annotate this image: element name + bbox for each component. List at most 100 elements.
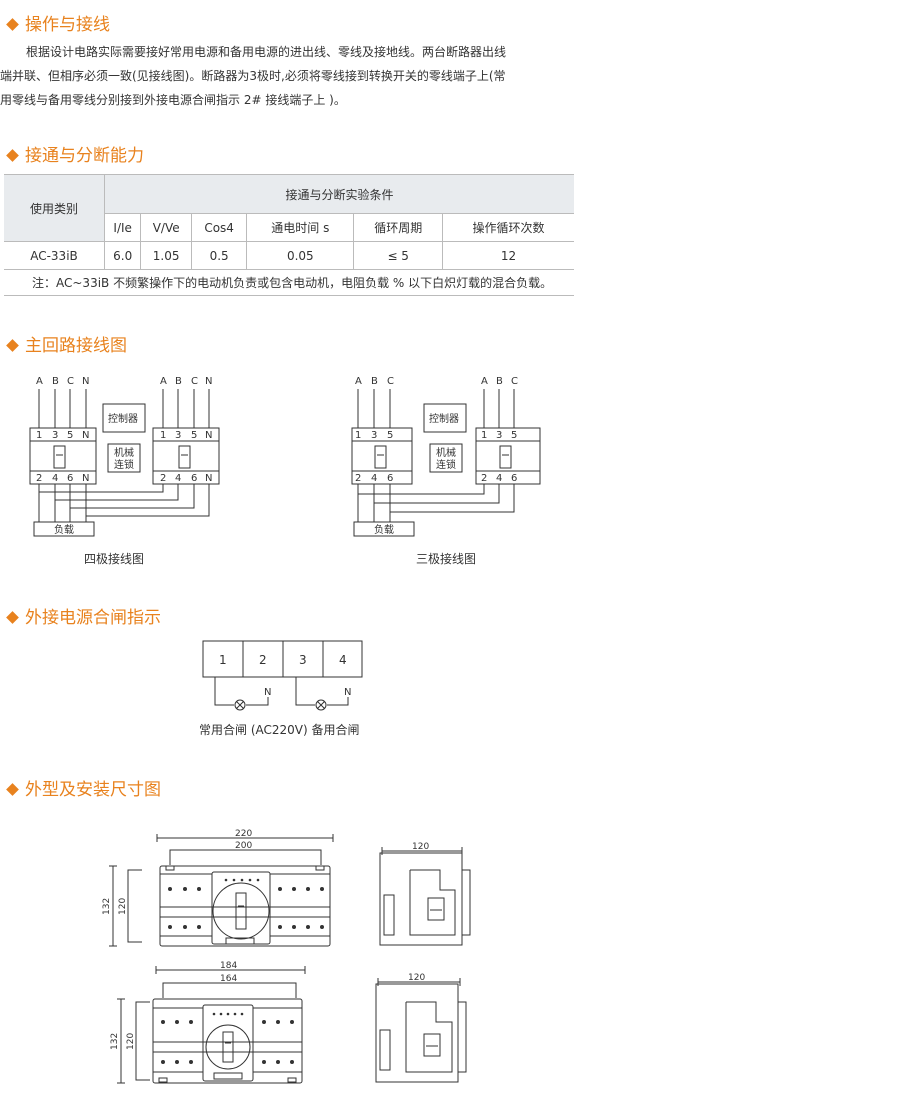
dimension-front-view-3p <box>117 966 306 1084</box>
dimension-value: 120 <box>118 898 128 915</box>
table-cell: 6.0 <box>103 241 142 270</box>
phase-label: C <box>511 376 518 387</box>
section-title-dimension: 外型及安装尺寸图 <box>4 775 161 800</box>
table-note-row: 注：AC~33iB 不频繁操作下的电动机负责或包含电动机，电阻负载 % 以下白炽… <box>4 269 574 296</box>
terminal-label: 3 <box>52 430 58 441</box>
phase-label: A <box>481 376 488 387</box>
terminal-label: 3 <box>496 430 502 441</box>
table-subheader-row: I/Ie V/Ve Cos4 通电时间 s 循环周期 操作循环次数 <box>4 213 574 242</box>
phase-label: B <box>371 376 378 387</box>
table-cell: AC-33iB <box>4 241 105 270</box>
dimension-value: 164 <box>220 974 237 984</box>
three-pole-labels: A B C A B C 1 3 5 1 3 5 2 4 6 2 4 6 控制器 … <box>355 376 518 536</box>
dimension-value: 220 <box>235 829 252 839</box>
dimension-value: 132 <box>110 1033 120 1050</box>
three-pole-caption: 三极接线图 <box>416 551 476 566</box>
terminal-number: 4 <box>339 653 347 667</box>
terminal-label: 6 <box>511 473 517 484</box>
column-header: Cos4 <box>190 213 248 242</box>
interlock-label: 机械 <box>114 446 134 459</box>
column-header: 操作循环次数 <box>442 213 574 242</box>
neutral-label: N <box>264 687 271 698</box>
four-pole-caption: 四极接线图 <box>84 551 144 566</box>
terminal-number: 1 <box>219 653 227 667</box>
phase-label: C <box>191 376 198 387</box>
indicator-caption: 常用合闸 (AC220V) 备用合闸 <box>199 722 359 737</box>
load-label: 负载 <box>374 523 394 536</box>
terminal-label: 3 <box>371 430 377 441</box>
terminal-label: N <box>205 473 212 484</box>
phase-label: C <box>67 376 74 387</box>
dimension-value: 120 <box>412 842 429 852</box>
wiring-captions: 四极接线图 三极接线图 <box>84 551 476 566</box>
breaking-capacity-table: 使用类别 接通与分断实验条件 I/Ie V/Ve Cos4 通电时间 s 循环周… <box>4 174 574 296</box>
terminal-label: 5 <box>67 430 73 441</box>
controller-label: 控制器 <box>429 412 459 425</box>
table-note: 注：AC~33iB 不频繁操作下的电动机负责或包含电动机，电阻负载 % 以下白炽… <box>4 269 574 296</box>
dimension-value: 132 <box>102 898 112 915</box>
three-pole-wiring-diagram <box>351 389 541 537</box>
terminal-label: 5 <box>511 430 517 441</box>
interlock-label: 连锁 <box>114 458 134 471</box>
group-header: 接通与分断实验条件 <box>104 174 574 214</box>
terminal-label: 2 <box>160 473 166 484</box>
neutral-label: N <box>344 687 351 698</box>
terminal-label: 6 <box>387 473 393 484</box>
dimension-value: 120 <box>408 973 425 983</box>
terminal-label: 6 <box>67 473 73 484</box>
dimension-value: 200 <box>235 841 252 851</box>
dimension-value: 184 <box>220 961 237 971</box>
terminal-label: 1 <box>160 430 166 441</box>
dimension-side-view-1 <box>379 847 471 946</box>
phase-label: A <box>36 376 43 387</box>
terminal-label: 2 <box>355 473 361 484</box>
dimension-labels: 220 200 132 120 120 184 164 132 120 120 <box>102 829 429 1050</box>
terminal-label: 1 <box>36 430 42 441</box>
terminal-holes-1 <box>168 878 324 929</box>
phase-label: B <box>175 376 182 387</box>
section-title-operation: 操作与接线 <box>4 10 110 35</box>
terminal-label: 4 <box>496 473 502 484</box>
terminal-label: 4 <box>175 473 181 484</box>
phase-label: B <box>496 376 503 387</box>
interlock-label: 连锁 <box>436 458 456 471</box>
column-header: I/Ie <box>104 213 142 242</box>
table-row: AC-33iB 6.0 1.05 0.5 0.05 ≤ 5 12 <box>4 241 574 270</box>
terminal-label: 6 <box>191 473 197 484</box>
phase-label: B <box>52 376 59 387</box>
dimension-side-view-2 <box>375 978 467 1083</box>
controller-label: 控制器 <box>108 412 138 425</box>
section-title-indicator: 外接电源合闸指示 <box>4 603 161 628</box>
terminal-label: N <box>205 430 212 441</box>
indicator-labels: 1 2 3 4 N N 常用合闸 (AC220V) 备用合闸 <box>199 653 359 737</box>
terminal-label: 5 <box>191 430 197 441</box>
indicator-terminal-block <box>202 640 363 711</box>
terminal-number: 2 <box>259 653 267 667</box>
four-pole-wiring-diagram <box>29 389 220 537</box>
operation-paragraph: 根据设计电路实际需要接好常用电源和备用电源的进出线、零线及接地线。两台断路器出线… <box>0 45 507 107</box>
four-pole-labels: A B C N A B C N 1 3 5 N 1 3 5 N 2 4 6 N … <box>36 376 212 536</box>
terminal-label: 4 <box>52 473 58 484</box>
terminal-label: 5 <box>387 430 393 441</box>
terminal-label: 1 <box>481 430 487 441</box>
section-title-breaking: 接通与分断能力 <box>4 141 144 166</box>
interlock-label: 机械 <box>436 446 456 459</box>
category-header: 使用类别 <box>4 174 105 242</box>
table-cell: 0.05 <box>246 241 355 270</box>
terminal-label: 2 <box>481 473 487 484</box>
phase-label: A <box>160 376 167 387</box>
phase-label: N <box>82 376 89 387</box>
phase-label: C <box>387 376 394 387</box>
terminal-label: N <box>82 473 89 484</box>
terminal-label: 4 <box>371 473 377 484</box>
section-title-wiring: 主回路接线图 <box>4 331 127 356</box>
table-header-row: 使用类别 接通与分断实验条件 <box>4 174 574 242</box>
terminal-number: 3 <box>299 653 307 667</box>
load-label: 负载 <box>54 523 74 536</box>
terminal-label: 2 <box>36 473 42 484</box>
dimension-value: 120 <box>126 1033 136 1050</box>
phase-label: N <box>205 376 212 387</box>
terminal-holes-2 <box>161 1012 294 1064</box>
column-header: 循环周期 <box>353 213 444 242</box>
